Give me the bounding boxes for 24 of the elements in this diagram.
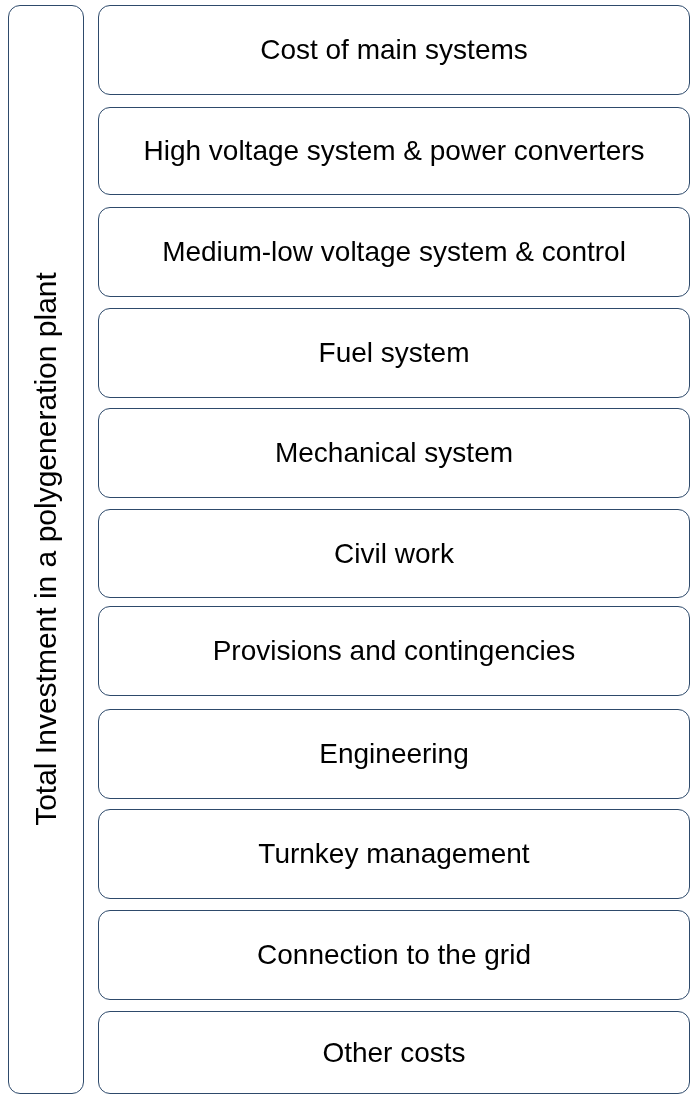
item-label: Other costs <box>321 1035 467 1070</box>
item-label: Provisions and contingencies <box>211 634 577 668</box>
item-box <box>98 408 690 498</box>
item-box <box>98 1011 690 1094</box>
item-box <box>98 910 690 1000</box>
item-box <box>98 809 690 899</box>
item-label: Cost of main systems <box>259 33 529 67</box>
item-label: Civil work <box>333 536 455 571</box>
item-label: Medium-low voltage system & control <box>161 235 627 269</box>
category-bar <box>8 5 84 1094</box>
item-box <box>98 207 690 297</box>
item-label: High voltage system & power converters <box>142 134 646 168</box>
item-box <box>98 709 690 799</box>
item-box <box>98 308 690 398</box>
item-label: Mechanical system <box>273 436 515 470</box>
item-box <box>98 606 690 696</box>
item-label: Engineering <box>318 737 470 771</box>
item-box <box>98 107 690 195</box>
item-box <box>98 509 690 598</box>
item-label: Turnkey management <box>257 837 531 871</box>
item-box <box>98 5 690 95</box>
item-label: Fuel system <box>317 336 471 370</box>
item-label: Connection to the grid <box>256 938 532 972</box>
vertical-title: Total Investment in a polygeneration plant <box>28 272 63 826</box>
